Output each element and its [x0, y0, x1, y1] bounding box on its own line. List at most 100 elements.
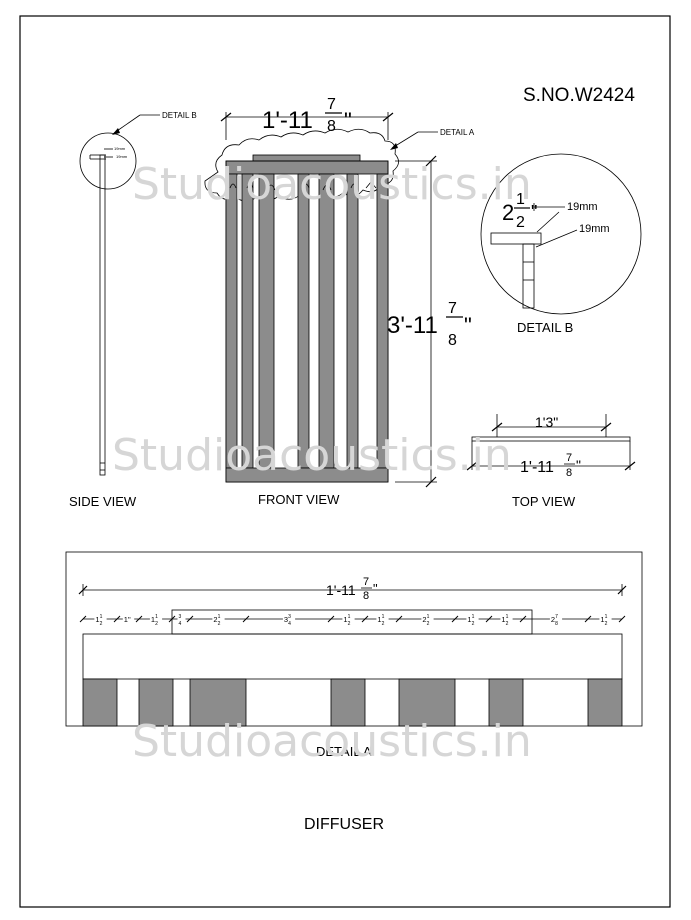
chain-den: 2	[100, 621, 103, 627]
chain-num: 3	[288, 614, 291, 620]
side-panel-profile	[99, 154, 106, 476]
side-view-label: SIDE VIEW	[69, 494, 137, 509]
detail-a-title: DETAIL A	[316, 744, 372, 759]
chain-whole: 2	[213, 615, 217, 624]
chain-label-bg	[94, 612, 107, 626]
chain-num: 1	[218, 614, 221, 620]
chain-den: 8	[555, 621, 558, 627]
chain-tick	[519, 615, 527, 623]
chain-num: 1	[506, 614, 509, 620]
top-view-board	[471, 436, 631, 442]
chain-whole: 3	[284, 615, 288, 624]
chain-den: 2	[605, 621, 608, 627]
chain-num: 1	[100, 614, 103, 620]
chain-den: 2	[348, 621, 351, 627]
chain-den: 2	[218, 621, 221, 627]
front-slat	[297, 173, 310, 469]
detail-b-depth-num: 1	[516, 191, 525, 208]
chain-num: 1	[155, 614, 158, 620]
chain-whole: 1"	[124, 615, 131, 624]
chain-label-bg	[376, 612, 389, 626]
side-mini-label-2: 19mm	[116, 154, 128, 159]
chain-label-bg	[599, 612, 612, 626]
detail-a-slat	[398, 678, 456, 727]
chain-tick	[618, 615, 626, 623]
chain-den: 2	[155, 621, 158, 627]
chain-label-bg	[282, 612, 296, 626]
chain-tick	[186, 615, 194, 623]
detail-a-slat	[488, 678, 524, 727]
detail-a-total-den: 8	[363, 590, 369, 602]
detail-b-board-label-1: 19mm	[567, 201, 598, 213]
detail-a-board	[82, 633, 623, 680]
detail-a-slat	[138, 678, 174, 727]
chain-whole: 2	[551, 615, 555, 624]
detail-b-circle	[480, 153, 642, 315]
detail-a-total-num: 7	[363, 576, 369, 588]
side-detail-circle	[79, 132, 137, 190]
front-bottom-rail	[225, 467, 389, 483]
front-slat	[225, 173, 238, 469]
chain-den: 2	[506, 621, 509, 627]
detail-a-slats	[82, 678, 623, 727]
top-outer-unit: "	[576, 457, 581, 473]
front-slat	[258, 173, 275, 469]
chain-label-bg	[421, 612, 434, 626]
detail-b-callout: DETAIL B	[162, 111, 197, 120]
detail-b-board-horizontal	[490, 232, 542, 245]
front-width-unit: "	[344, 108, 352, 133]
detail-a-callout: DETAIL A	[440, 128, 475, 137]
chain-num: 1	[348, 614, 351, 620]
front-height-den: 8	[448, 332, 457, 349]
front-height-num: 7	[448, 300, 457, 317]
chain-label-bg	[466, 612, 479, 626]
chain-tick	[361, 615, 369, 623]
detail-a-total-whole: 1'-11	[326, 582, 356, 598]
chain-label-bg	[212, 612, 225, 626]
chain-tick	[584, 615, 592, 623]
chain-tick	[135, 615, 143, 623]
detail-a-slat	[587, 678, 623, 727]
top-outer-whole: 1'-11	[520, 459, 554, 476]
chain-den: 2	[472, 621, 475, 627]
top-outer-num: 7	[566, 452, 572, 464]
front-slat	[241, 173, 254, 469]
chain-tick	[327, 615, 335, 623]
chain-tick	[395, 615, 403, 623]
detail-a-total-unit: "	[373, 581, 378, 596]
detail-b-title: DETAIL B	[517, 320, 573, 335]
chain-label-bg	[177, 612, 186, 626]
side-view: 19mm 19mm DETAIL B SIDE VIEW	[69, 111, 197, 509]
chain-whole: 1	[343, 615, 347, 624]
chain-tick	[79, 615, 87, 623]
chain-whole: 1	[501, 615, 505, 624]
watermark: Studioacoustics.in	[132, 159, 532, 210]
serial-number: S.NO.W2424	[523, 85, 635, 106]
detail-b-depth-den: 2	[516, 214, 525, 231]
front-width-whole: 1'-11	[262, 107, 313, 134]
detail-a-slat	[330, 678, 366, 727]
chain-tick	[451, 615, 459, 623]
chain-num: 1	[605, 614, 608, 620]
chain-tick	[485, 615, 493, 623]
front-slats	[225, 173, 389, 469]
chain-whole: 1	[95, 615, 99, 624]
chain-den: 2	[382, 621, 385, 627]
front-view-label: FRONT VIEW	[258, 492, 340, 507]
chain-label-bg	[122, 612, 135, 626]
front-height-whole: 3'-11	[387, 312, 438, 339]
detail-b-depth-whole: 2	[502, 200, 514, 225]
chain-den: 4	[179, 621, 182, 627]
watermark: Studioacoustics.in	[112, 430, 512, 481]
